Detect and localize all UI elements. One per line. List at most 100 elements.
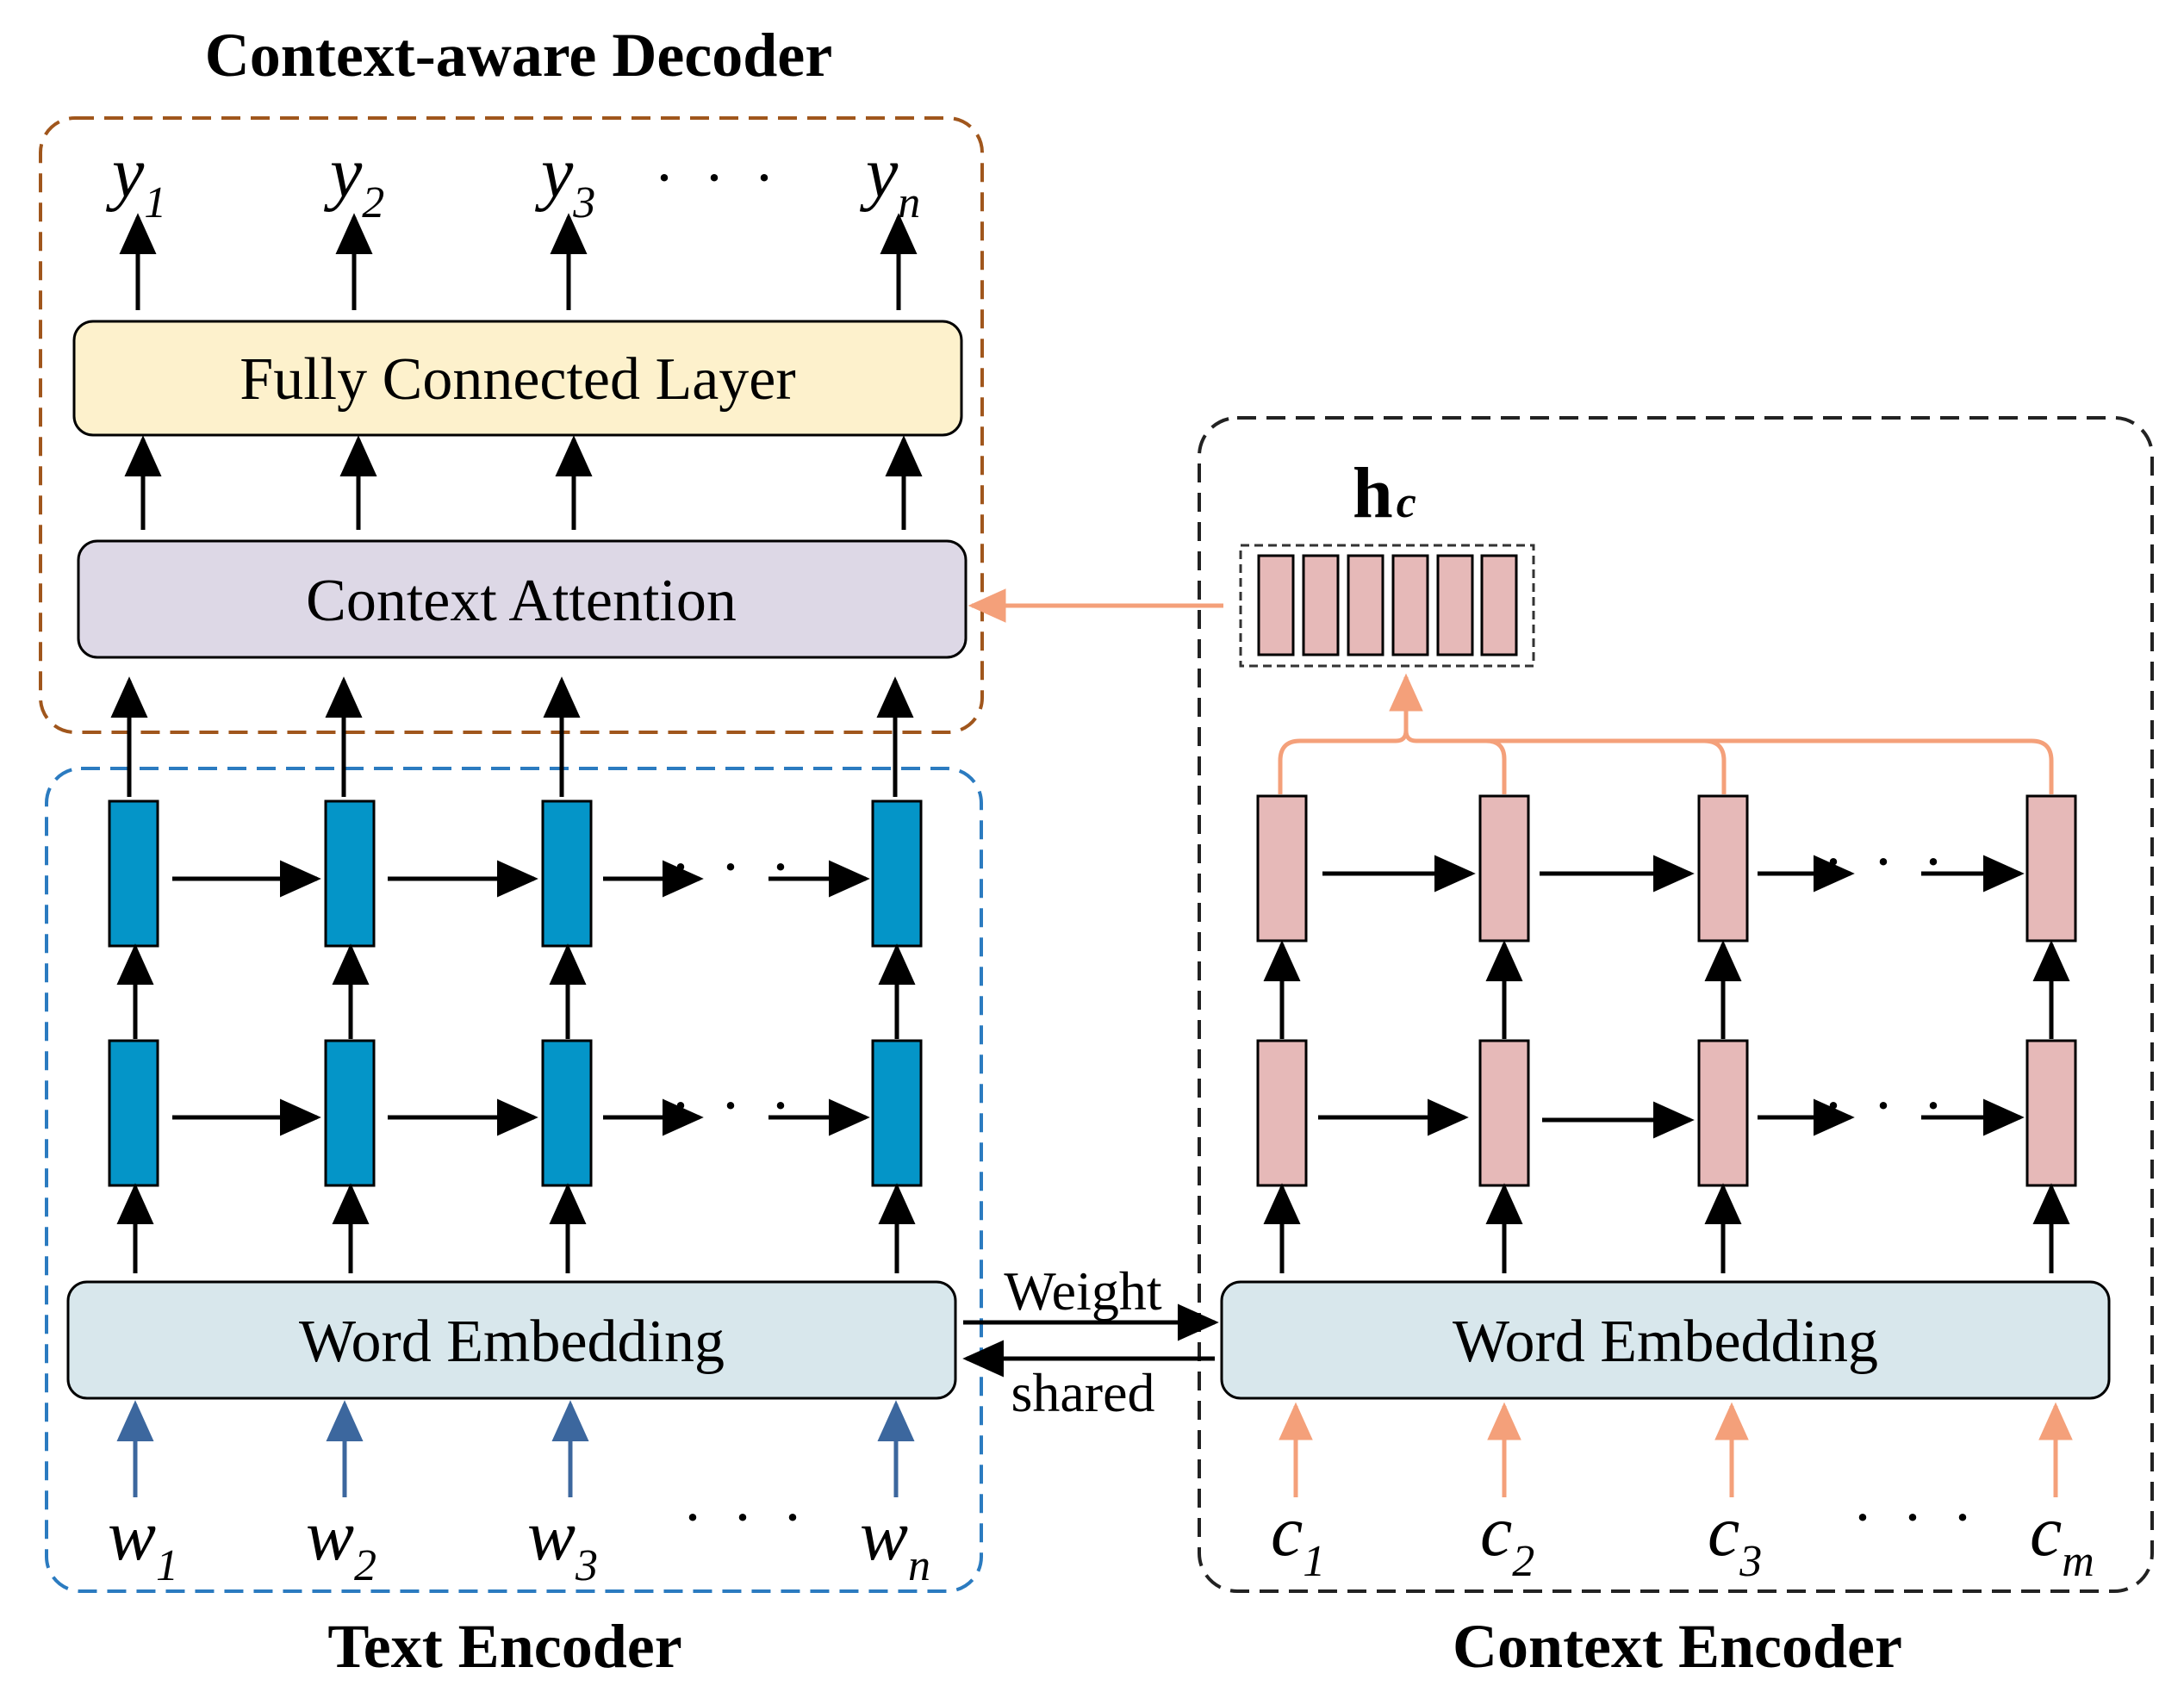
svg-text:y3: y3 <box>534 133 595 227</box>
svg-text:w1: w1 <box>108 1496 178 1590</box>
context-input-base-3: c <box>1708 1491 1739 1571</box>
text-cell-top-2 <box>324 799 376 948</box>
shared-label: shared <box>1011 1362 1154 1423</box>
fully-connected-layer: Fully Connected Layer <box>72 320 963 437</box>
context-input-ellipsis: · · · <box>1852 1483 1980 1552</box>
context-input-arrows <box>1279 1402 2073 1497</box>
text-input-sub-n: n <box>908 1541 930 1590</box>
output-ellipsis: · · · <box>654 143 781 212</box>
output-base-1: y <box>105 133 145 213</box>
output-label-3: y3 <box>534 133 595 227</box>
text-word-embedding-label: Word Embedding <box>299 1309 725 1375</box>
context-vector-base: h <box>1353 453 1393 533</box>
svg-text:c1: c1 <box>1271 1491 1325 1586</box>
text-encoder-recurrent-arrows <box>172 860 870 1136</box>
context-encoder-ellipsis-bottom: · · · <box>1823 1071 1951 1140</box>
context-encoder-cells <box>1256 794 2077 1187</box>
text-input-base-n: w <box>860 1496 908 1576</box>
text-word-embedding-layer: Word Embedding <box>66 1280 957 1400</box>
text-input-n: wn <box>860 1496 930 1590</box>
text-input-3: w3 <box>527 1496 598 1590</box>
context-encoder-recurrent-arrows <box>1318 855 2025 1139</box>
text-encoder-cells <box>108 799 923 1187</box>
text-cell-top-3 <box>541 799 593 948</box>
output-base-2: y <box>323 133 363 213</box>
context-input-sub-3: 3 <box>1739 1537 1762 1586</box>
context-word-embedding-label: Word Embedding <box>1453 1309 1878 1375</box>
context-input-base-1: c <box>1271 1491 1303 1571</box>
output-label-1: y1 <box>105 133 166 227</box>
context-encoder-vertical-arrows <box>1263 940 2070 1273</box>
context-encoder-frame <box>1198 416 2154 1593</box>
context-input-3: c3 <box>1708 1491 1762 1586</box>
svg-text:w3: w3 <box>527 1496 598 1590</box>
svg-text:y1: y1 <box>105 133 166 227</box>
text-cell-bot-2 <box>324 1039 376 1187</box>
text-cell-top-1 <box>108 799 159 948</box>
text-encoder-frame <box>45 767 983 1593</box>
svg-text:c2: c2 <box>1480 1491 1534 1586</box>
text-input-1: w1 <box>108 1496 178 1590</box>
text-cell-bot-n <box>871 1039 923 1187</box>
svg-text:wn: wn <box>860 1496 930 1590</box>
text-encoder-ellipsis-bottom: · · · <box>670 1071 798 1140</box>
context-cell-bot-m <box>2025 1039 2077 1187</box>
text-cell-bot-1 <box>108 1039 159 1187</box>
context-encoder-title: Context Encoder <box>1453 1612 1902 1681</box>
text-encoder-ellipsis-top: · · · <box>670 832 798 901</box>
context-input-sub-m: m <box>2062 1537 2094 1586</box>
context-input-sub-2: 2 <box>1512 1537 1534 1586</box>
svg-text:y2: y2 <box>323 133 384 227</box>
attention-to-fc-arrows <box>124 435 923 530</box>
context-input-1: c1 <box>1271 1491 1325 1586</box>
decoder-title: Context-aware Decoder <box>205 21 832 90</box>
context-cell-bot-1 <box>1256 1039 1308 1187</box>
context-vector-frame <box>1239 544 1535 668</box>
svg-text:hc: hc <box>1353 453 1416 533</box>
text-input-arrows <box>116 1400 915 1497</box>
context-cell-top-2 <box>1478 794 1530 942</box>
context-word-embedding-layer: Word Embedding <box>1220 1280 2111 1400</box>
context-vector-cells <box>1257 554 1518 656</box>
context-input-sub-1: 1 <box>1303 1537 1325 1586</box>
text-encoder-title: Text Encoder <box>327 1612 681 1681</box>
context-vector-sub: c <box>1397 478 1416 527</box>
svg-text:cm: cm <box>2030 1491 2094 1586</box>
context-cell-top-m <box>2025 794 2077 942</box>
text-input-sub-2: 2 <box>354 1541 376 1590</box>
fully-connected-label: Fully Connected Layer <box>240 346 795 413</box>
context-cell-top-1 <box>1256 794 1308 942</box>
context-input-m: cm <box>2030 1491 2094 1586</box>
output-label-2: y2 <box>323 133 384 227</box>
svg-text:c3: c3 <box>1708 1491 1762 1586</box>
output-base-3: y <box>534 133 574 213</box>
output-sub-2: 2 <box>362 178 384 227</box>
weight-shared-arrows <box>962 1303 1219 1378</box>
context-input-base-m: c <box>2030 1491 2062 1571</box>
text-input-base-1: w <box>108 1496 156 1576</box>
text-cell-top-n <box>871 799 923 948</box>
output-arrows <box>119 213 918 310</box>
svg-text:w2: w2 <box>306 1496 376 1590</box>
context-vector-label: hc <box>1353 453 1416 533</box>
text-input-base-3: w <box>527 1496 576 1576</box>
weight-label: Weight <box>1004 1260 1161 1322</box>
output-sub-3: 3 <box>572 178 595 227</box>
text-input-sub-3: 3 <box>575 1541 598 1590</box>
text-encoder-vertical-arrows <box>116 943 916 1273</box>
encoder-to-attention-arrows <box>110 676 914 797</box>
decoder-frame <box>39 116 984 734</box>
context-input-base-2: c <box>1480 1491 1512 1571</box>
text-input-2: w2 <box>306 1496 376 1590</box>
context-cell-bot-2 <box>1478 1039 1530 1187</box>
text-cell-bot-3 <box>541 1039 593 1187</box>
text-input-ellipsis: · · · <box>682 1483 810 1552</box>
context-aggregation-tree <box>1278 673 2054 794</box>
text-input-sub-1: 1 <box>156 1541 178 1590</box>
context-encoder-ellipsis-top: · · · <box>1823 827 1951 896</box>
context-cell-top-3 <box>1697 794 1749 942</box>
context-input-2: c2 <box>1480 1491 1534 1586</box>
output-sub-n: n <box>898 178 920 227</box>
context-attention-label: Context Attention <box>306 568 737 634</box>
